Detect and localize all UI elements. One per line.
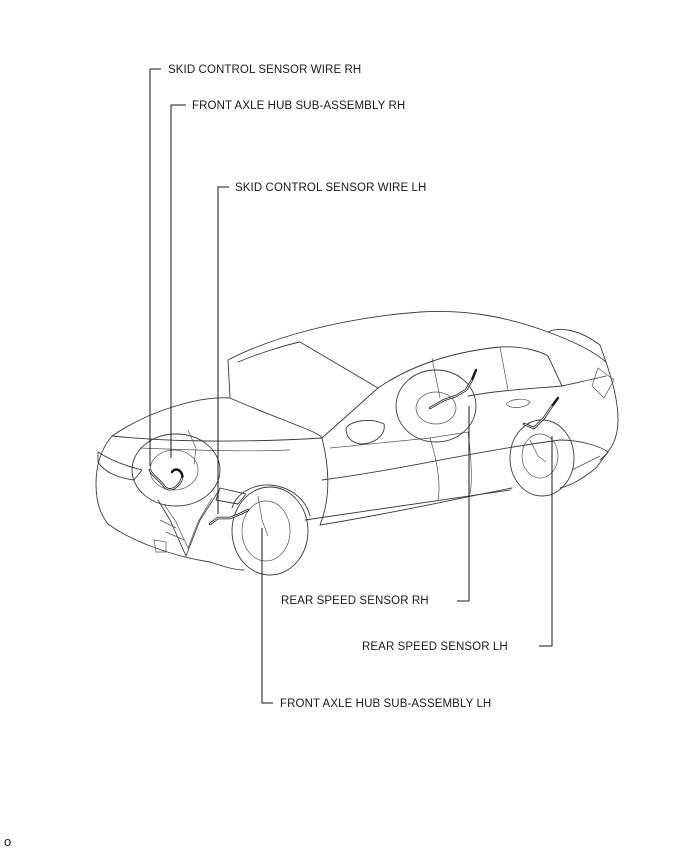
- label-skid-control-sensor-wire-rh: SKID CONTROL SENSOR WIRE RH: [168, 64, 361, 76]
- leader-rear-speed-sensor-lh: [539, 436, 553, 647]
- skid-control-sensor-wire-rh-drawing: [148, 468, 184, 491]
- rear-speed-sensor-lh-drawing: [522, 396, 560, 463]
- skid-control-sensor-wire-lh-drawing: [208, 495, 269, 537]
- leader-rear-speed-sensor-rh: [457, 406, 470, 602]
- leader-front-axle-hub-lh: [261, 528, 273, 704]
- rear-right-hub: [395, 369, 477, 443]
- figure-id: o: [4, 834, 12, 849]
- leader-skid-control-sensor-wire-rh: [149, 68, 161, 466]
- rear-speed-sensor-rh-drawing: [428, 368, 478, 410]
- rear-left-wheel: [509, 419, 575, 497]
- front-right-hub: [131, 429, 221, 507]
- leader-front-axle-hub-rh: [170, 104, 186, 458]
- label-front-axle-hub-lh: FRONT AXLE HUB SUB-ASSEMBLY LH: [280, 698, 491, 710]
- label-front-axle-hub-rh: FRONT AXLE HUB SUB-ASSEMBLY RH: [192, 100, 405, 112]
- label-skid-control-sensor-wire-lh: SKID CONTROL SENSOR WIRE LH: [235, 182, 426, 194]
- label-rear-speed-sensor-rh: REAR SPEED SENSOR RH: [281, 595, 429, 607]
- car-illustration: [95, 311, 619, 571]
- leader-skid-control-sensor-wire-lh: [217, 186, 229, 514]
- label-rear-speed-sensor-lh: REAR SPEED SENSOR LH: [362, 641, 508, 653]
- front-left-wheel: [231, 484, 311, 576]
- leader-lines: [149, 68, 553, 704]
